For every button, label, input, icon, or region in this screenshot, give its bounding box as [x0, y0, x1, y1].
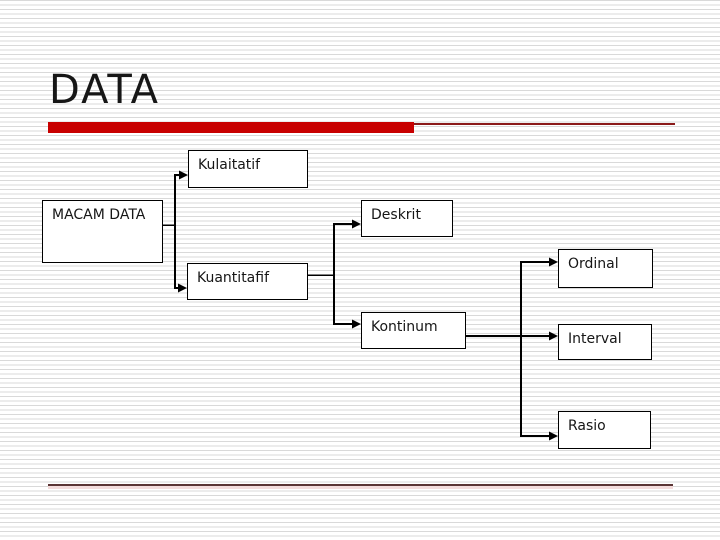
node-deskrit: Deskrit [361, 200, 453, 237]
node-deskrit-label: Deskrit [371, 207, 421, 223]
footer-line [48, 484, 673, 486]
connector-arrow-deskrit-head [352, 219, 361, 229]
connector-arrow-ordinal-head [549, 257, 558, 267]
node-macam-data: MACAM DATA [42, 200, 163, 263]
node-interval-label: Interval [568, 331, 622, 347]
node-rasio-label: Rasio [568, 418, 606, 434]
title-accent-thin-line [414, 123, 675, 125]
node-kuantitatif: Kuantitafif [187, 263, 308, 300]
node-macam-data-label: MACAM DATA [52, 207, 146, 223]
node-kontinum: Kontinum [361, 312, 466, 349]
connector-arrow-interval-head [549, 331, 558, 341]
connector-arrow-kuantitatif-head [178, 283, 187, 293]
connector-arrow-rasio-head [549, 431, 558, 441]
slide-title: DATA [49, 67, 161, 113]
node-kuantitatif-label: Kuantitafif [197, 270, 270, 286]
footer-line-highlight [48, 486, 673, 489]
node-kualitatif: Kulaitatif [188, 150, 308, 188]
node-rasio: Rasio [558, 411, 651, 449]
node-ordinal: Ordinal [558, 249, 653, 288]
connector-arrow-kualitatif-head [179, 170, 188, 180]
node-ordinal-label: Ordinal [568, 256, 619, 272]
node-kualitatif-label: Kulaitatif [198, 157, 261, 173]
title-accent-bar [48, 122, 414, 133]
node-kontinum-label: Kontinum [371, 319, 438, 335]
node-interval: Interval [558, 324, 652, 360]
connector-arrow-kontinum-head [352, 319, 361, 329]
